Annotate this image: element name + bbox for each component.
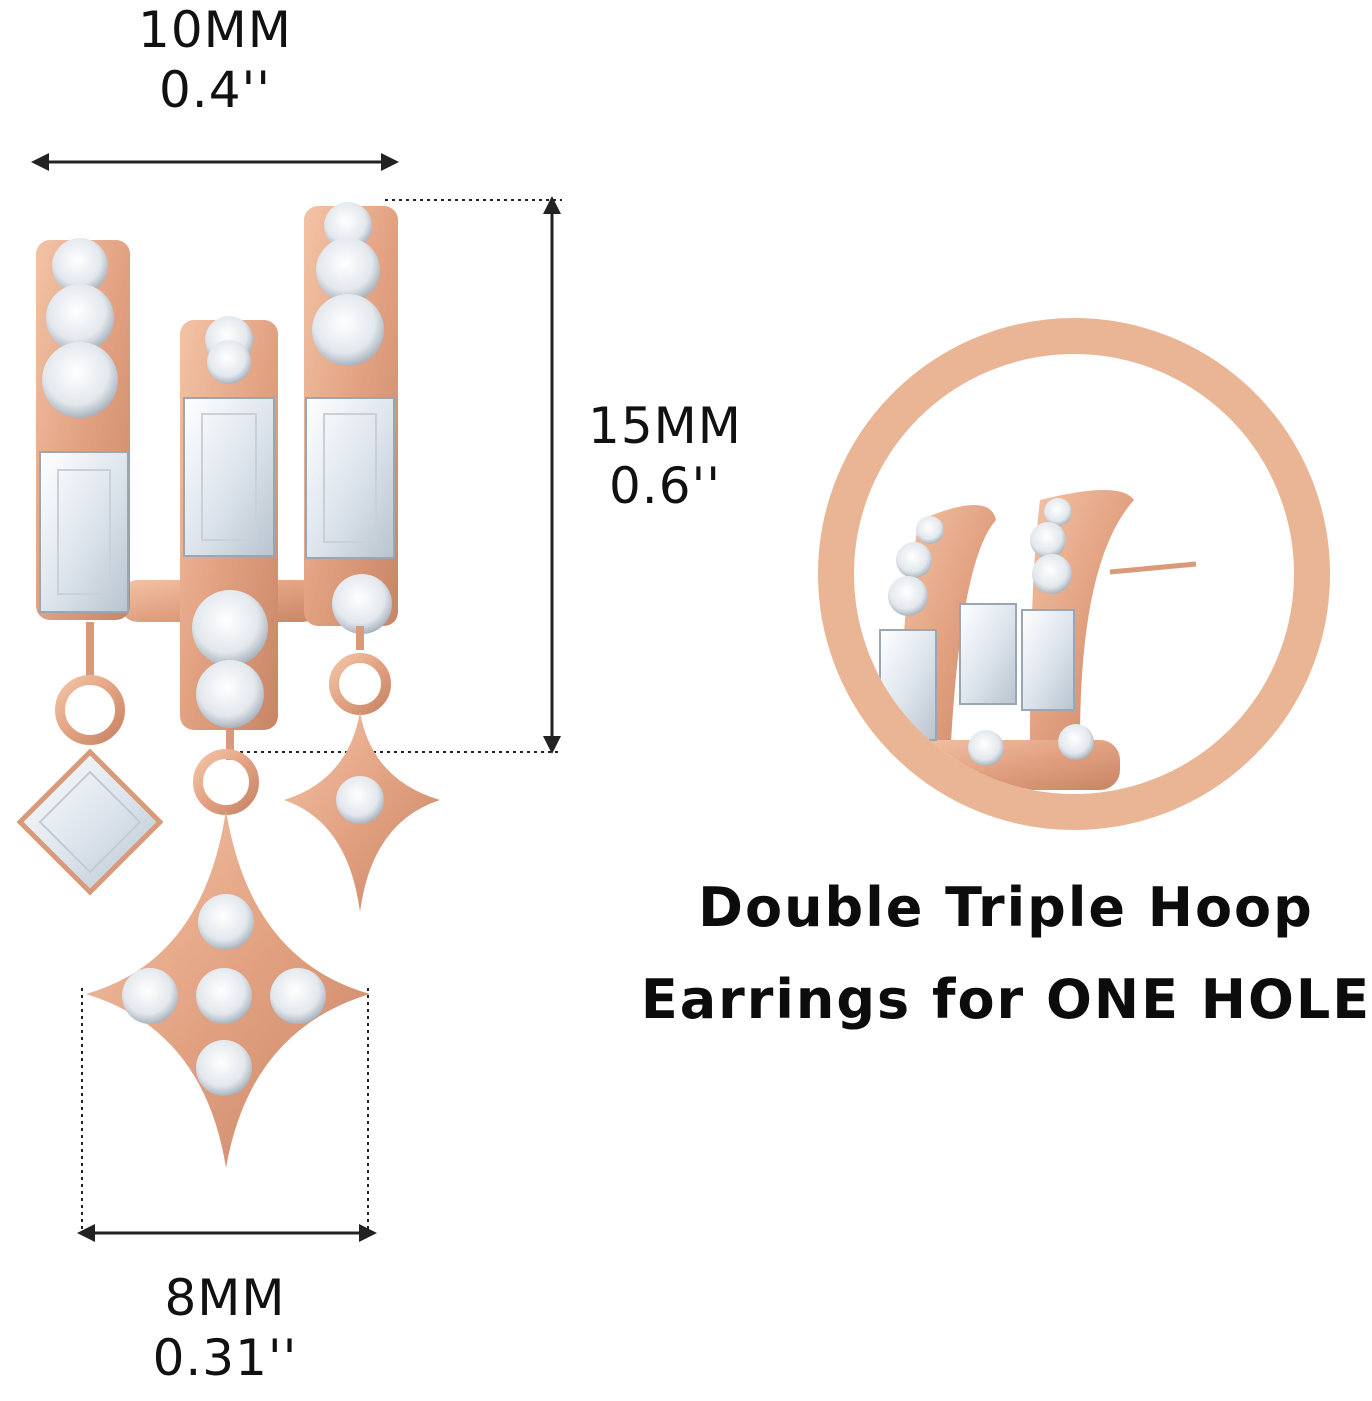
small-star-pendant — [284, 626, 440, 912]
pendant-dimension-label: 8MM 0.31'' — [120, 1268, 330, 1388]
height-mm: 15MM — [588, 397, 742, 455]
side-view-inset — [818, 318, 1330, 830]
right-hoop — [304, 202, 398, 634]
height-inch: 0.6'' — [608, 457, 721, 515]
left-hoop — [36, 238, 130, 620]
pendant-mm: 8MM — [164, 1269, 286, 1327]
square-crystal-pendant — [16, 622, 164, 896]
height-dimension-label: 15MM 0.6'' — [560, 396, 770, 516]
width-mm: 10MM — [138, 1, 292, 59]
large-star-pendant — [86, 730, 370, 1168]
middle-hoop — [180, 316, 278, 730]
pendant-inch: 0.31'' — [152, 1329, 298, 1387]
headline-line-2: Earrings for ONE HOLE — [640, 968, 1372, 1031]
headline-line-1: Double Triple Hoop — [698, 876, 1314, 939]
width-inch: 0.4'' — [158, 61, 271, 119]
width-dimension-label: 10MM 0.4'' — [110, 0, 320, 120]
